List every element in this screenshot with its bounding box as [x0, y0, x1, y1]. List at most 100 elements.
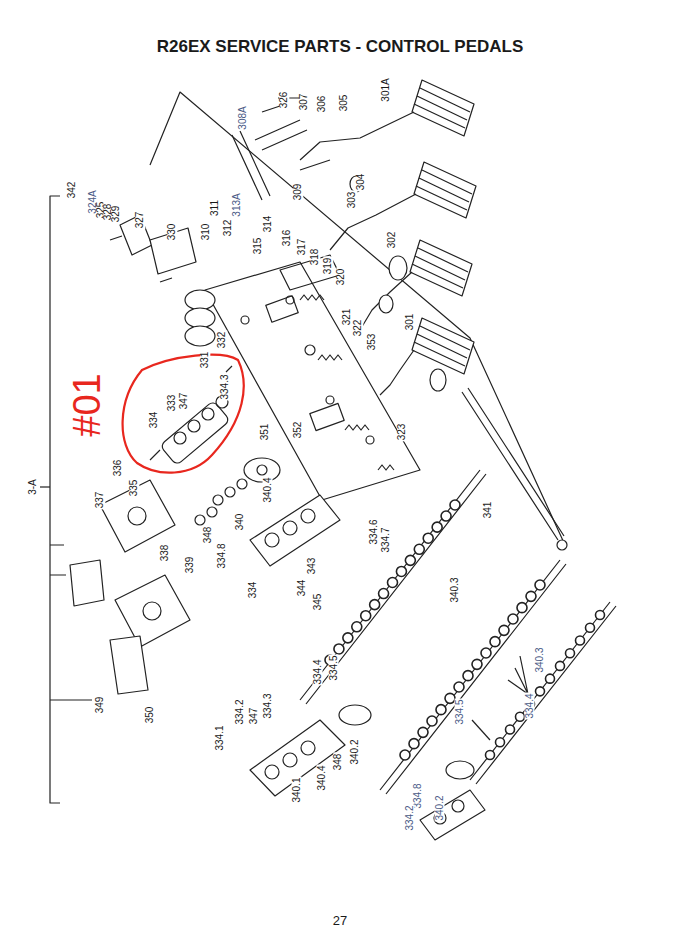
- callout-number: 334.1: [215, 724, 225, 751]
- callout-number: 305: [339, 94, 349, 113]
- o-ring: [463, 671, 473, 681]
- callout-number: 334.8: [217, 542, 227, 569]
- o-ring: [352, 622, 362, 632]
- callout-number: 353: [367, 333, 377, 352]
- callout-number: 312: [223, 219, 233, 238]
- callout-number: 334.4: [525, 692, 535, 719]
- callout-number: 349: [95, 696, 105, 715]
- callout-number: 304: [356, 173, 366, 192]
- o-ring: [517, 603, 527, 613]
- page-title: R26EX SERVICE PARTS - CONTROL PEDALS: [0, 38, 680, 55]
- o-ring: [486, 751, 495, 760]
- o-rings: [325, 500, 605, 760]
- o-ring: [576, 636, 585, 645]
- callout-number: 350: [145, 706, 155, 725]
- callout-number: 347: [179, 392, 189, 411]
- callout-number: 316: [282, 229, 292, 248]
- callout-number: 317: [297, 238, 307, 257]
- o-ring: [556, 661, 565, 670]
- o-ring: [370, 600, 380, 610]
- o-ring: [566, 649, 575, 658]
- callout-number: 334.7: [381, 526, 391, 553]
- callout-number: 321: [342, 308, 352, 327]
- callout-number: 338: [160, 544, 170, 563]
- o-ring: [423, 533, 433, 543]
- o-ring: [334, 644, 344, 654]
- callout-number: 302: [387, 231, 397, 250]
- o-ring: [409, 739, 419, 749]
- o-ring: [535, 580, 545, 590]
- o-ring: [450, 500, 460, 510]
- plate-holes: [241, 296, 374, 444]
- callout-number: 313A: [232, 192, 242, 217]
- callout-number: 314: [263, 215, 273, 234]
- pivot-tubes: [350, 176, 446, 391]
- o-ring: [499, 625, 509, 635]
- callout-number: 326: [279, 91, 289, 110]
- callout-number: 351: [260, 423, 270, 442]
- linkage-brackets: [266, 255, 344, 431]
- callout-number: 320: [336, 268, 346, 287]
- callout-number: 332: [217, 331, 227, 350]
- callout-number: 344: [297, 579, 307, 598]
- o-ring: [427, 716, 437, 726]
- o-ring: [343, 633, 353, 643]
- o-ring: [418, 727, 428, 737]
- callout-number: 327: [135, 211, 145, 230]
- outline-path: [123, 355, 244, 473]
- callout-number: 319: [323, 257, 333, 276]
- callout-number: 330: [167, 223, 177, 242]
- mounting-plate: [205, 262, 420, 500]
- callout-number: 340.4: [263, 476, 273, 503]
- o-ring: [490, 637, 500, 647]
- callout-number: 323: [397, 423, 407, 442]
- o-ring: [388, 578, 398, 588]
- o-ring: [379, 589, 389, 599]
- valve-covers: [70, 480, 190, 694]
- o-ring: [536, 687, 545, 696]
- callout-number: 334.5: [329, 654, 339, 681]
- o-ring: [496, 738, 505, 747]
- callout-number: 340: [235, 513, 245, 532]
- o-ring: [361, 611, 371, 621]
- annotation-outline: #01: [112, 345, 247, 480]
- o-ring: [506, 725, 515, 734]
- group-bracket: [50, 196, 60, 803]
- callout-number: 301: [405, 313, 415, 332]
- page-number: 27: [332, 914, 348, 927]
- callout-number: 347: [249, 707, 259, 726]
- callout-number: 331: [200, 351, 210, 370]
- callout-number: 341: [483, 501, 493, 520]
- valve-block: [150, 366, 232, 465]
- callout-number: 335: [129, 479, 139, 498]
- callout-number: 334.3: [263, 692, 273, 719]
- callout-number: 345: [313, 593, 323, 612]
- callout-number: 301A: [381, 77, 391, 102]
- callout-number: 336: [113, 459, 123, 478]
- callout-number: 348: [203, 526, 213, 545]
- callout-number: 334.2: [405, 804, 415, 831]
- callout-number: 303: [347, 191, 357, 210]
- callout-number: 334: [149, 411, 159, 430]
- o-ring: [526, 591, 536, 601]
- callout-number: 334.2: [235, 698, 245, 725]
- callout-number: 343: [307, 557, 317, 576]
- callout-number: 340.4: [317, 764, 327, 791]
- o-ring: [445, 693, 455, 703]
- callout-number: 342: [67, 181, 77, 200]
- leader-lines: [472, 656, 528, 740]
- o-ring: [405, 555, 415, 565]
- bracket-tick: [40, 486, 50, 487]
- callout-number: 340.3: [535, 646, 545, 673]
- callout-number: 340.2: [350, 738, 360, 765]
- o-ring: [414, 544, 424, 554]
- callout-number: 311: [210, 199, 220, 217]
- callout-number: 322: [353, 319, 363, 338]
- callout-number: 310: [201, 223, 211, 242]
- o-ring: [436, 705, 446, 715]
- o-ring: [508, 614, 518, 624]
- callout-number: 337: [95, 491, 105, 510]
- o-ring: [432, 522, 442, 532]
